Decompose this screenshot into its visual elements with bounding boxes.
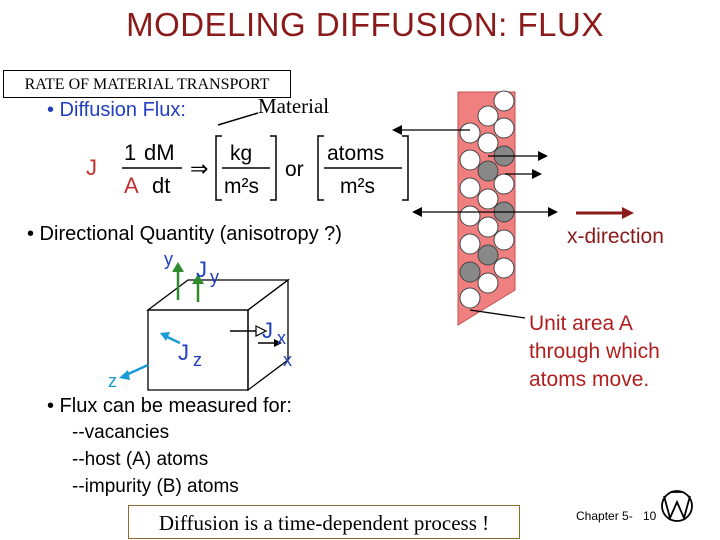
bracket-left-2: [317, 135, 324, 201]
atom: [477, 272, 499, 294]
atom: [477, 132, 499, 154]
jz-arrowhead: [160, 332, 170, 341]
page-number: 10: [643, 509, 657, 523]
atom: [493, 173, 515, 195]
sub-item-host-atoms: --host (A) atoms: [72, 449, 209, 470]
atom: [459, 122, 481, 144]
right-flux-arrowhead-1: [538, 151, 548, 161]
unit-kg: kg: [230, 142, 252, 165]
atom: [459, 149, 481, 171]
sub-item-impurity-atoms: --impurity (B) atoms: [72, 476, 239, 497]
eq-one: 1: [124, 140, 136, 165]
jz-J: J: [178, 340, 189, 365]
jy-arrowhead: [192, 274, 204, 284]
bracket-left-1: [215, 135, 222, 201]
atom: [493, 257, 515, 279]
cube-side-face: [247, 278, 289, 392]
eq-dt: dt: [152, 173, 170, 198]
diffusion-flux-label: • Diffusion Flux:: [47, 99, 186, 121]
atom: [477, 105, 499, 127]
x-direction-arrowhead: [622, 207, 634, 219]
atom-dark: [477, 244, 499, 266]
y-label: y: [164, 249, 173, 269]
flux-measured-bullet: • Flux can be measured for:: [47, 395, 292, 417]
atom: [493, 117, 515, 139]
atom: [477, 216, 499, 238]
jx-arrowhead: [255, 325, 268, 337]
y-axis-arrowhead: [172, 262, 184, 272]
eq-or: or: [285, 158, 304, 181]
page-title: MODELING DIFFUSION: FLUX: [126, 6, 604, 43]
directional-quantity-bullet: • Directional Quantity (anisotropy ?): [27, 223, 342, 245]
time-dependent-note: Diffusion is a time-dependent process !: [128, 505, 520, 539]
unit-atoms: atoms: [327, 142, 384, 165]
z-label: z: [108, 371, 117, 391]
x-direction-label: x-direction: [567, 225, 664, 248]
material-label: Material: [258, 94, 330, 118]
x-label: x: [283, 350, 292, 370]
atom: [477, 188, 499, 210]
jx-J: J: [262, 318, 273, 343]
x-axis-arrowhead: [274, 339, 282, 347]
through-flux-arrowhead-right: [548, 207, 558, 217]
flux-symbol: J: [86, 155, 97, 180]
sub-item-vacancies: --vacancies: [72, 422, 170, 443]
bracket-right-2: [402, 135, 409, 201]
through-flux-arrowhead-left: [412, 207, 422, 217]
unit2-bottom: m²s: [340, 175, 375, 198]
eq-area: A: [124, 173, 139, 198]
atom: [459, 287, 481, 309]
eq-implies: ⇒: [190, 156, 208, 181]
right-flux-arrowhead-2: [532, 169, 542, 179]
jy-J: J: [196, 257, 207, 282]
jx-sub: x: [277, 328, 286, 348]
material-leader-line: [217, 112, 259, 126]
bracket-right-1: [270, 135, 277, 201]
unit-area-pointer: [469, 309, 526, 319]
z-axis-arrow: [125, 363, 149, 377]
jz-sub: z: [193, 350, 202, 370]
atom: [493, 90, 515, 112]
chapter-label: Chapter 5-: [576, 509, 633, 523]
atom: [493, 229, 515, 251]
rate-of-transport-box: RATE OF MATERIAL TRANSPORT: [3, 70, 291, 98]
unit1-bottom: m²s: [224, 175, 259, 198]
left-flux-arrowhead: [392, 125, 402, 135]
jy-sub: y: [210, 267, 219, 287]
unit-area-label: Unit area A through which atoms move.: [529, 312, 660, 391]
atom: [459, 177, 481, 199]
atom-grid: [459, 90, 515, 309]
z-axis-arrowhead: [119, 370, 130, 380]
atom-dark: [477, 160, 499, 182]
cube-diagram: [146, 278, 290, 392]
atom: [459, 233, 481, 255]
atom: [459, 205, 481, 227]
eq-dM: dM: [144, 140, 175, 165]
atom-dark: [459, 261, 481, 283]
